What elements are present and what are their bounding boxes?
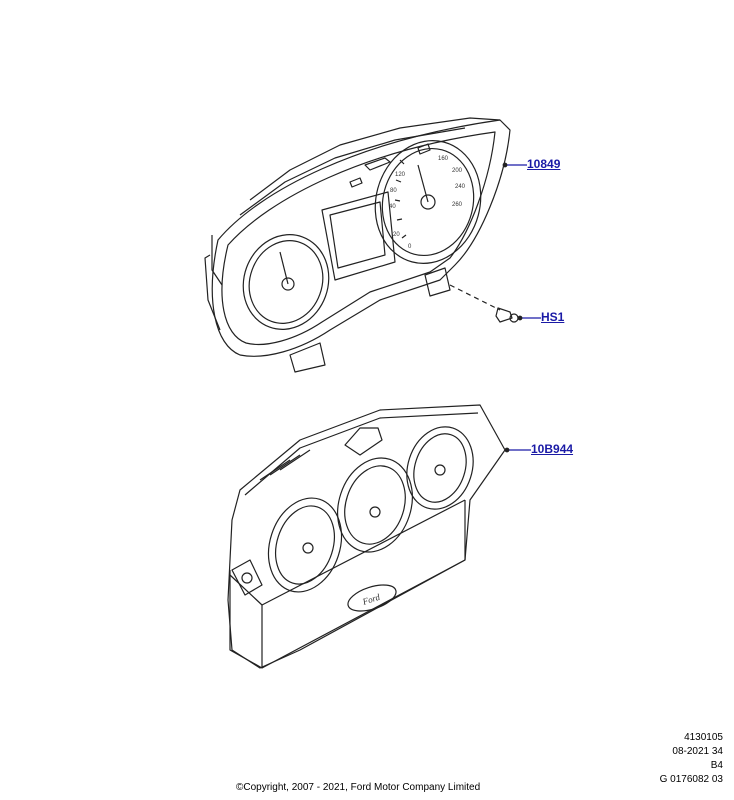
reference-line: G 0176082 03 — [659, 774, 723, 785]
reference-block: 4130105 08-2021 34 B4 G 0176082 03 — [660, 731, 723, 787]
callout-HS1[interactable]: HS1 — [541, 310, 565, 324]
gauge-label: 20 — [393, 232, 400, 238]
copyright-text: ©Copyright, 2007 - 2021, Ford Motor Comp… — [236, 782, 481, 793]
gauge-label: 200 — [452, 168, 463, 174]
gauge-label: 40 — [389, 204, 396, 210]
instrument-cluster-drawing — [204, 117, 527, 373]
reference-line: B4 — [710, 760, 723, 771]
reference-line: 4130105 — [684, 732, 723, 743]
gauge-label: 120 — [395, 172, 406, 178]
gauge-label: 240 — [455, 184, 466, 190]
gauge-label: 0 — [408, 244, 412, 250]
gauge-label: 260 — [452, 202, 463, 208]
gauge-label: 80 — [390, 188, 397, 194]
ford-emblem: Ford — [360, 592, 381, 607]
cluster-housing-drawing — [227, 404, 531, 669]
screw-drawing — [449, 284, 541, 323]
gauge-label: 160 — [438, 156, 449, 162]
callout-10B944[interactable]: 10B944 — [531, 442, 574, 456]
reference-line: 08-2021 34 — [672, 746, 723, 757]
callout-10849[interactable]: 10849 — [527, 157, 561, 171]
